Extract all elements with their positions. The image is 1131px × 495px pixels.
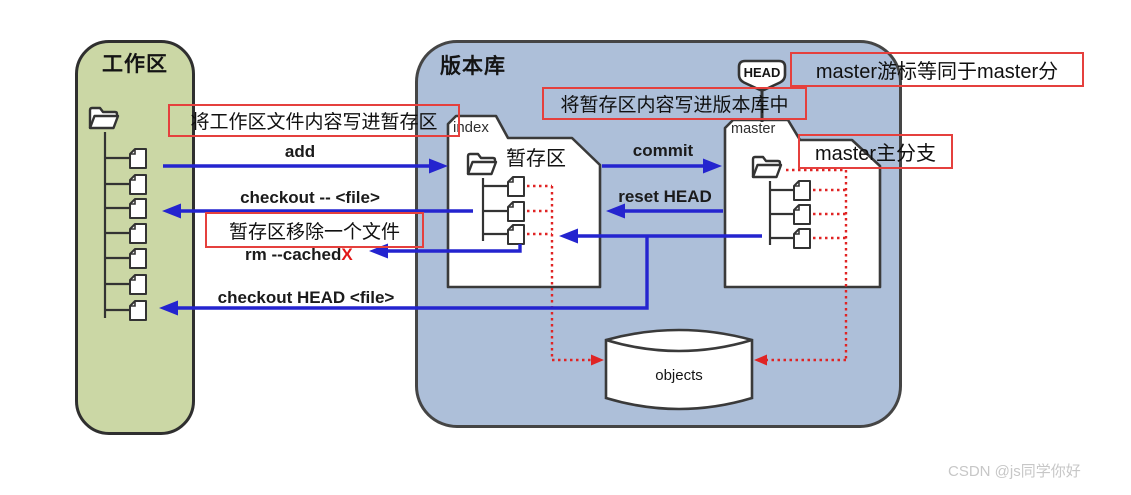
annotation-master-pointer: master游标等同于master分 [790, 52, 1084, 87]
working-area-panel [75, 40, 195, 435]
watermark-text: CSDN @js同学你好 [948, 463, 1081, 480]
head-tag-label: HEAD [743, 65, 781, 80]
master-tab-label: master [731, 121, 776, 137]
commit-command-label: commit [632, 141, 694, 160]
reset-head-command-label: reset HEAD [618, 187, 712, 206]
annotation-index-to-repo: 将暂存区内容写进版本库中 [542, 87, 807, 120]
rm-cached-command-label: rm --cachedX [245, 245, 353, 265]
working-area-title: 工作区 [102, 53, 168, 76]
objects-label: objects [655, 367, 703, 384]
staging-area-label: 暂存区 [506, 148, 566, 170]
checkout-file-command-label: checkout -- <file> [240, 188, 380, 207]
annotation-worktree-to-index: 将工作区文件内容写进暂存区 [168, 104, 460, 137]
annotation-remove-from-index: 暂存区移除一个文件 [205, 212, 424, 248]
repository-title: 版本库 [440, 55, 506, 78]
add-command-label: add [284, 142, 316, 161]
annotation-master-branch: master主分支 [798, 134, 953, 169]
checkout-head-command-label: checkout HEAD <file> [217, 288, 395, 307]
